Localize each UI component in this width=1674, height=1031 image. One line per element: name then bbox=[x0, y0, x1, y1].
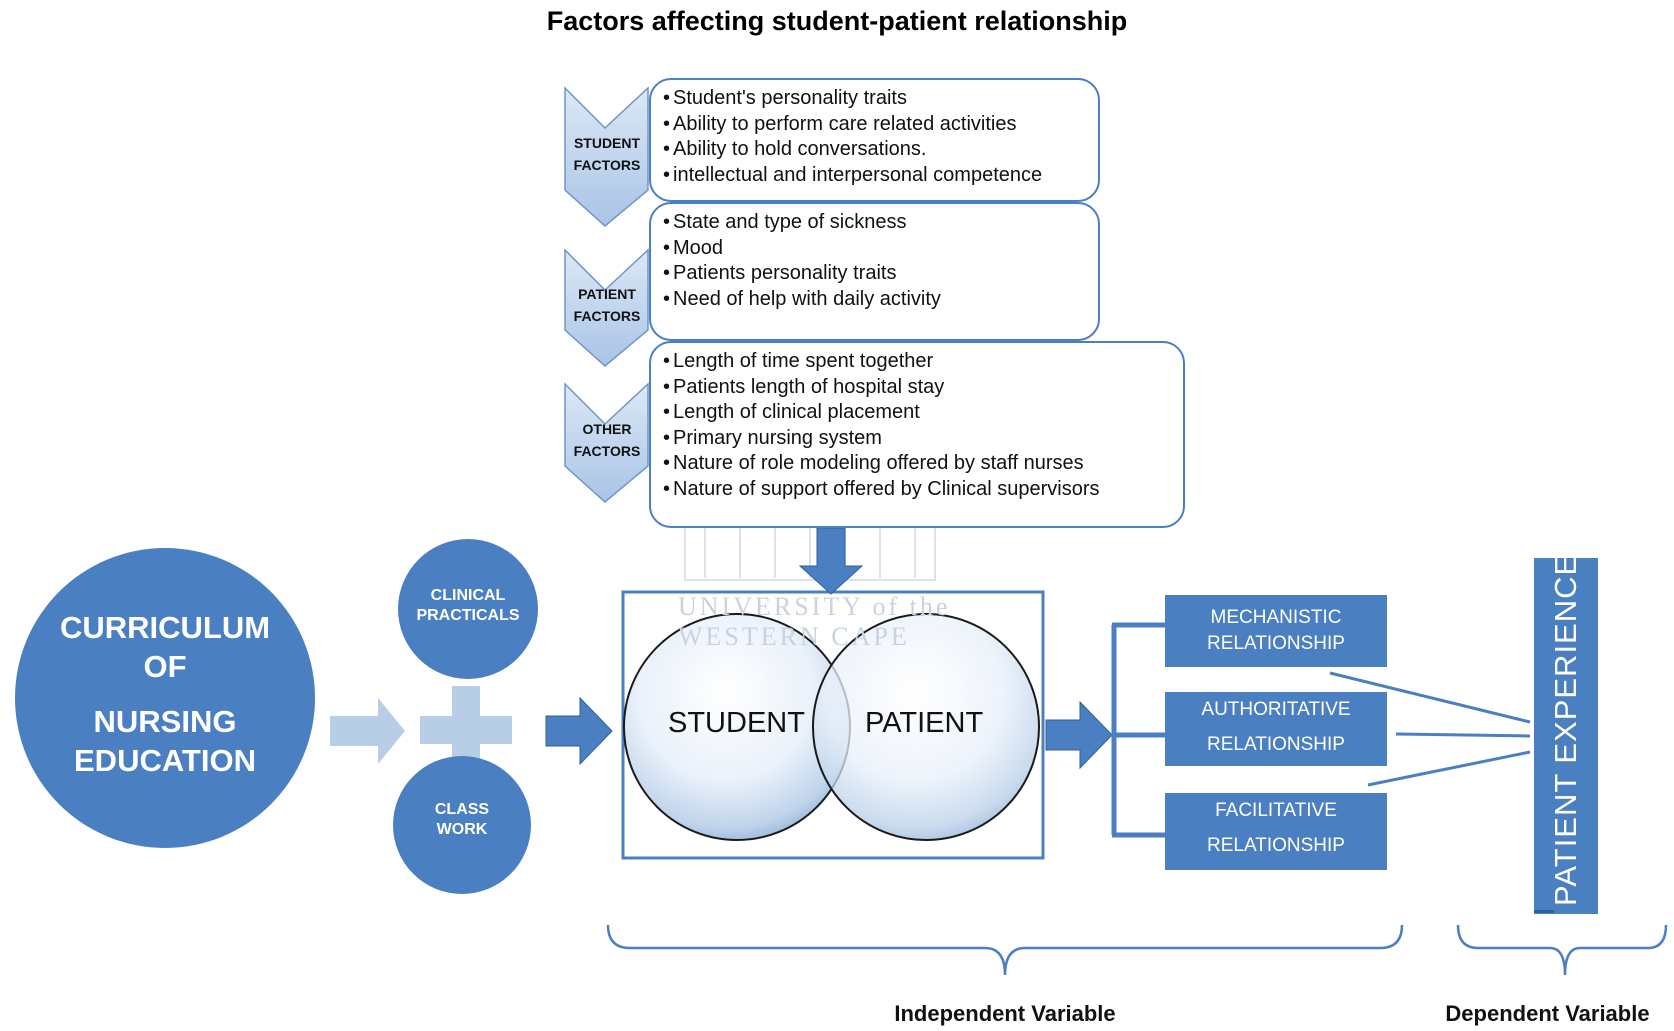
list-item: Length of time spent together bbox=[663, 349, 1169, 375]
list-item: Patients length of hospital stay bbox=[663, 375, 1169, 401]
list-item: Need of help with daily activity bbox=[663, 287, 1084, 313]
list-item: Student's personality traits bbox=[663, 86, 1084, 112]
mechanistic-relationship-box: MECHANISTIC RELATIONSHIP bbox=[1165, 595, 1387, 667]
list-item: State and type of sickness bbox=[663, 210, 1084, 236]
list-item: intellectual and interpersonal competenc… bbox=[663, 163, 1084, 189]
list-item: Patients personality traits bbox=[663, 261, 1084, 287]
other-factors-chevron-icon bbox=[564, 382, 649, 503]
patient-factors-label-line2: FACTORS bbox=[573, 308, 641, 324]
other-factors-label-line2: FACTORS bbox=[573, 443, 641, 459]
arrow-to-relationships-icon bbox=[1045, 700, 1113, 770]
curriculum-circle bbox=[15, 548, 315, 848]
facilitative-relationship-box: FACILITATIVE RELATIONSHIP bbox=[1165, 793, 1387, 870]
patient-factors-box: State and type of sickness Mood Patients… bbox=[649, 202, 1100, 341]
watermark-line2: WESTERN CAPE bbox=[678, 622, 910, 651]
other-factors-list: Length of time spent together Patients l… bbox=[663, 349, 1169, 502]
diagram-title: Factors affecting student-patient relati… bbox=[546, 6, 1128, 36]
patient-factors-list: State and type of sickness Mood Patients… bbox=[663, 210, 1084, 312]
curriculum-line3: NURSING bbox=[93, 704, 237, 739]
mechanistic-line2: RELATIONSHIP bbox=[1207, 633, 1345, 654]
patient-experience-bar bbox=[1534, 558, 1598, 914]
student-factors-chevron-icon bbox=[564, 86, 649, 227]
independent-variable-brace bbox=[606, 924, 1404, 976]
clinical-practicals-circle bbox=[398, 539, 538, 679]
student-factors-list: Student's personality traits Ability to … bbox=[663, 86, 1084, 188]
class-line2: WORK bbox=[436, 821, 488, 838]
patient-factors-label-line1: PATIENT bbox=[578, 286, 636, 302]
list-item: Length of clinical placement bbox=[663, 400, 1169, 426]
clinical-line1: CLINICAL bbox=[430, 587, 506, 604]
plus-icon bbox=[420, 686, 512, 774]
convergence-lines bbox=[1329, 671, 1531, 787]
clinical-line2: PRACTICALS bbox=[416, 607, 520, 624]
relationship-connector bbox=[1111, 622, 1165, 838]
other-factors-label-line1: OTHER bbox=[582, 421, 632, 437]
curriculum-label: CURRICULUM OF NURSING EDUCATION bbox=[15, 608, 315, 780]
list-item: Nature of support offered by Clinical su… bbox=[663, 477, 1169, 503]
arrow-to-venn-icon bbox=[545, 696, 613, 766]
dependent-variable-label: Dependent Variable bbox=[1445, 1001, 1650, 1026]
student-label: STUDENT bbox=[668, 707, 805, 739]
class-work-label: CLASS WORK bbox=[392, 800, 532, 840]
student-factors-label-line2: FACTORS bbox=[573, 157, 641, 173]
independent-variable-label: Independent Variable bbox=[894, 1001, 1116, 1026]
patient-factors-label: PATIENT FACTORS bbox=[566, 283, 648, 327]
clinical-practicals-label: CLINICAL PRACTICALS bbox=[398, 586, 538, 626]
patient-factors-chevron-icon bbox=[564, 248, 649, 367]
facilitative-line1: FACILITATIVE bbox=[1215, 800, 1337, 821]
dependent-variable-brace bbox=[1456, 924, 1668, 976]
watermark-line1: UNIVERSITY of the bbox=[678, 592, 951, 621]
patient-label: PATIENT bbox=[865, 707, 984, 739]
list-item: Mood bbox=[663, 236, 1084, 262]
curriculum-line4: EDUCATION bbox=[74, 743, 256, 778]
facilitative-line2: RELATIONSHIP bbox=[1207, 835, 1345, 856]
authoritative-line1: AUTHORITATIVE bbox=[1201, 699, 1351, 720]
watermark-text: UNIVERSITY of the WESTERN CAPE bbox=[678, 592, 950, 652]
arrow-down-icon bbox=[798, 527, 864, 595]
authoritative-relationship-box: AUTHORITATIVE RELATIONSHIP bbox=[1165, 692, 1387, 766]
mechanistic-line1: MECHANISTIC bbox=[1210, 607, 1342, 628]
list-item: Nature of role modeling offered by staff… bbox=[663, 451, 1169, 477]
class-work-circle bbox=[393, 756, 531, 894]
student-factors-label: STUDENT FACTORS bbox=[566, 132, 648, 176]
other-factors-label: OTHER FACTORS bbox=[566, 418, 648, 462]
list-item: Ability to perform care related activiti… bbox=[663, 112, 1084, 138]
curriculum-line2: OF bbox=[143, 649, 187, 684]
student-factors-box: Student's personality traits Ability to … bbox=[649, 78, 1100, 202]
other-factors-box: Length of time spent together Patients l… bbox=[649, 341, 1185, 528]
curriculum-line1: CURRICULUM bbox=[59, 610, 271, 645]
patient-circle bbox=[812, 613, 1040, 841]
list-item: Ability to hold conversations. bbox=[663, 137, 1084, 163]
class-line1: CLASS bbox=[434, 801, 490, 818]
student-factors-label-line1: STUDENT bbox=[573, 135, 641, 151]
patient-experience-label: PATIENT EXPERIENCE bbox=[1548, 553, 1583, 906]
light-arrow-icon bbox=[330, 698, 405, 764]
list-item: Primary nursing system bbox=[663, 426, 1169, 452]
authoritative-line2: RELATIONSHIP bbox=[1207, 734, 1345, 755]
